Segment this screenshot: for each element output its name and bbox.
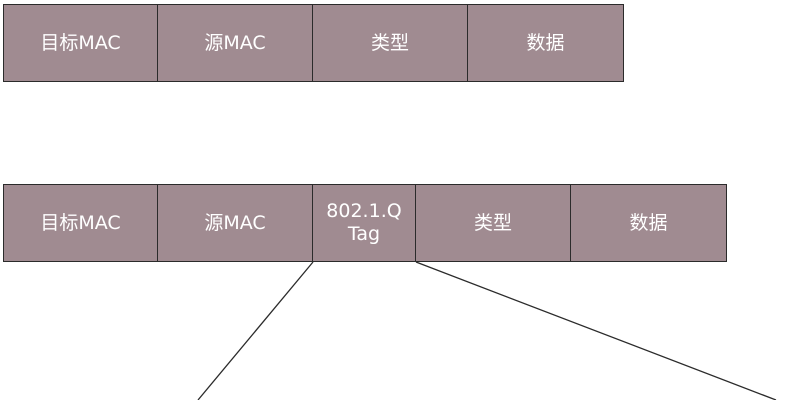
field-src-mac: 源MAC bbox=[158, 185, 313, 261]
field-type: 类型 bbox=[416, 185, 571, 261]
field-type: 类型 bbox=[313, 5, 468, 81]
field-vlan-tag-label-line2: Tag bbox=[347, 223, 381, 245]
field-vlan-tag: 802.1.Q Tag bbox=[313, 185, 416, 261]
ethernet-frame-tagged: 目标MAC 源MAC 802.1.Q Tag 类型 数据 bbox=[3, 184, 727, 262]
field-dest-mac: 目标MAC bbox=[4, 185, 158, 261]
ethernet-frame-standard: 目标MAC 源MAC 类型 数据 bbox=[3, 4, 624, 82]
field-dest-mac-label: 目标MAC bbox=[40, 31, 121, 54]
field-data-label: 数据 bbox=[629, 211, 668, 234]
field-dest-mac-label: 目标MAC bbox=[40, 211, 121, 234]
field-data-label: 数据 bbox=[526, 31, 565, 54]
field-src-mac-label: 源MAC bbox=[204, 211, 266, 234]
field-data: 数据 bbox=[468, 5, 623, 81]
field-src-mac-label: 源MAC bbox=[204, 31, 266, 54]
tag-expansion-line-left bbox=[197, 261, 314, 400]
field-type-label: 类型 bbox=[473, 211, 512, 234]
field-dest-mac: 目标MAC bbox=[4, 5, 158, 81]
field-type-label: 类型 bbox=[370, 31, 409, 54]
tag-expansion-line-right bbox=[415, 261, 777, 400]
field-data: 数据 bbox=[571, 185, 726, 261]
field-vlan-tag-label-line1: 802.1.Q bbox=[326, 200, 402, 223]
field-src-mac: 源MAC bbox=[158, 5, 313, 81]
